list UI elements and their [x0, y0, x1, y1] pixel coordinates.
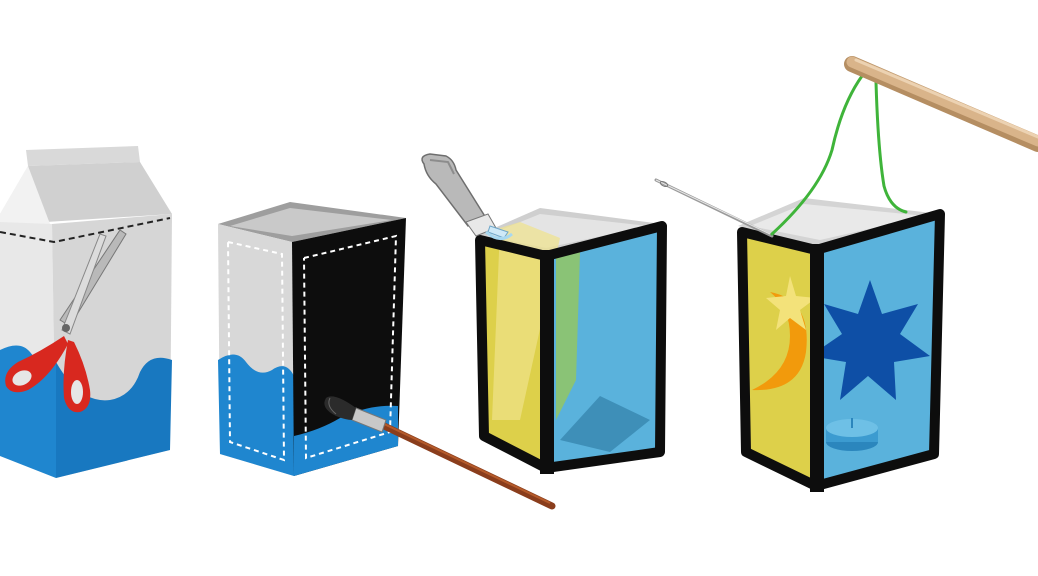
lantern-left-panel	[742, 232, 816, 486]
carton2-inner-wall	[230, 208, 392, 236]
scissors-icon	[5, 229, 127, 413]
carton-roof-gable	[0, 166, 50, 228]
step-4-lantern	[737, 198, 945, 492]
carton2-left-dashes	[227, 241, 286, 462]
frame3-inner-floor	[560, 396, 650, 452]
step-1-carton	[0, 146, 172, 478]
candle-icon	[826, 418, 878, 451]
carton2-left-blue-paint	[218, 354, 294, 476]
carton-cut-line	[0, 217, 171, 244]
left-star-shape	[766, 276, 816, 330]
step-2-carton	[218, 202, 406, 476]
carton-roof-right	[28, 162, 172, 222]
paintbrush-icon	[324, 396, 556, 510]
frame3-green-overlap	[556, 252, 580, 420]
star-shape	[810, 280, 930, 400]
glue-tube-icon	[421, 153, 513, 240]
step-3-frame	[475, 208, 667, 474]
needle-icon	[654, 178, 774, 238]
carton-roof-top	[26, 146, 140, 166]
stick-icon	[844, 56, 1038, 152]
carton-blue-paint-side	[56, 357, 172, 478]
